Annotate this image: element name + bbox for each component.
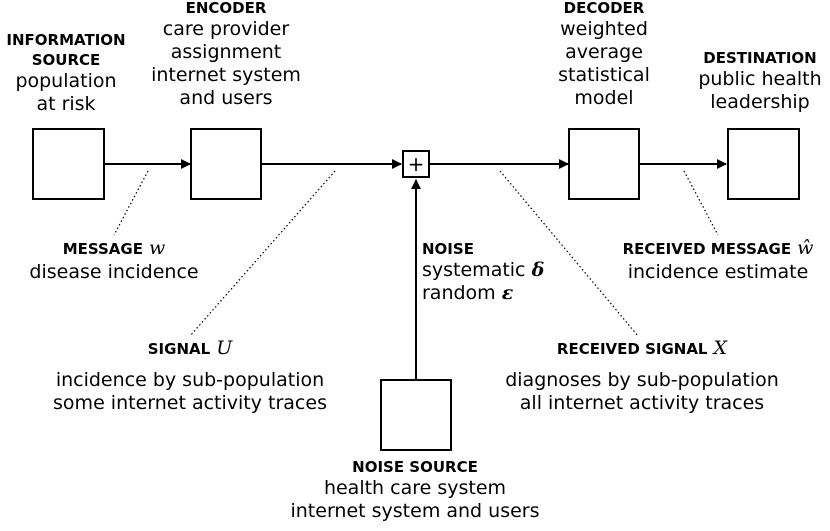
- decoder-line-2: average: [565, 41, 643, 63]
- signal-symbol: U: [216, 337, 233, 359]
- message-heading: MESSAGE: [62, 240, 143, 258]
- decoder-label: DECODER weighted average statistical mod…: [534, 0, 674, 110]
- noise-source-line-1: health care system: [323, 477, 507, 499]
- destination-line-1: public health: [698, 68, 822, 90]
- received-message-label: RECEIVED MESSAGE ŵ incidence estimate: [600, 237, 830, 284]
- encoder-line-2: assignment: [170, 41, 282, 63]
- noise-label: NOISE systematic δ random ε: [422, 239, 572, 305]
- noise-heading: NOISE: [422, 240, 474, 258]
- destination-box: [727, 128, 800, 200]
- information-source-label: INFORMATION SOURCE population at risk: [0, 30, 135, 116]
- received-signal-heading: RECEIVED SIGNAL: [556, 340, 708, 358]
- encoder-heading: ENCODER: [185, 0, 267, 17]
- message-line-1: disease incidence: [29, 261, 199, 283]
- encoder-line-3: internet system: [151, 64, 301, 86]
- information-source-heading-1: INFORMATION: [6, 31, 126, 49]
- signal-line-2: some internet activity traces: [53, 392, 327, 414]
- decoder-line-1: weighted: [560, 18, 648, 40]
- adder-box: +: [402, 150, 430, 178]
- decoder-box: [568, 128, 640, 200]
- signal-heading: SIGNAL: [147, 340, 211, 358]
- received-signal-symbol: X: [713, 337, 728, 359]
- information-source-line-1: population: [15, 70, 117, 92]
- received-signal-label: RECEIVED SIGNAL X diagnoses by sub-popul…: [482, 337, 802, 415]
- pointer-message: [113, 170, 149, 236]
- message-symbol: w: [149, 237, 166, 259]
- noise-random-symbol: ε: [501, 282, 514, 304]
- adder-symbol: +: [407, 152, 425, 176]
- received-signal-line-1: diagnoses by sub-population: [505, 369, 779, 391]
- noise-source-label: NOISE SOURCE health care system internet…: [265, 457, 565, 523]
- destination-label: DESTINATION public health leadership: [690, 48, 830, 114]
- encoder-line-1: care provider: [162, 18, 290, 40]
- information-source-box: [32, 128, 105, 200]
- noise-source-line-2: internet system and users: [290, 500, 540, 522]
- noise-source-heading: NOISE SOURCE: [352, 458, 478, 476]
- message-label: MESSAGE w disease incidence: [14, 237, 214, 284]
- signal-line-1: incidence by sub-population: [55, 369, 325, 391]
- noise-systematic-symbol: δ: [531, 259, 545, 281]
- received-message-symbol: ŵ: [797, 237, 814, 259]
- destination-line-2: leadership: [710, 91, 810, 113]
- noise-systematic-text: systematic: [422, 259, 526, 281]
- encoder-label: ENCODER care provider assignment interne…: [136, 0, 316, 110]
- pointer-signal: [189, 170, 336, 337]
- decoder-heading: DECODER: [563, 0, 645, 17]
- received-message-line-1: incidence estimate: [627, 261, 809, 283]
- information-source-line-2: at risk: [36, 93, 96, 115]
- received-signal-line-2: all internet activity traces: [519, 392, 765, 414]
- decoder-line-4: model: [574, 87, 634, 109]
- information-source-heading-2: SOURCE: [31, 51, 101, 69]
- decoder-line-3: statistical: [558, 64, 650, 86]
- received-message-heading: RECEIVED MESSAGE: [622, 240, 792, 258]
- encoder-box: [190, 128, 262, 200]
- noise-random-text: random: [422, 282, 496, 304]
- destination-heading: DESTINATION: [703, 49, 817, 67]
- encoder-line-4: and users: [179, 87, 273, 109]
- signal-label: SIGNAL U incidence by sub-population som…: [30, 337, 350, 415]
- pointer-received-message: [683, 170, 719, 236]
- noise-source-box: [380, 379, 452, 451]
